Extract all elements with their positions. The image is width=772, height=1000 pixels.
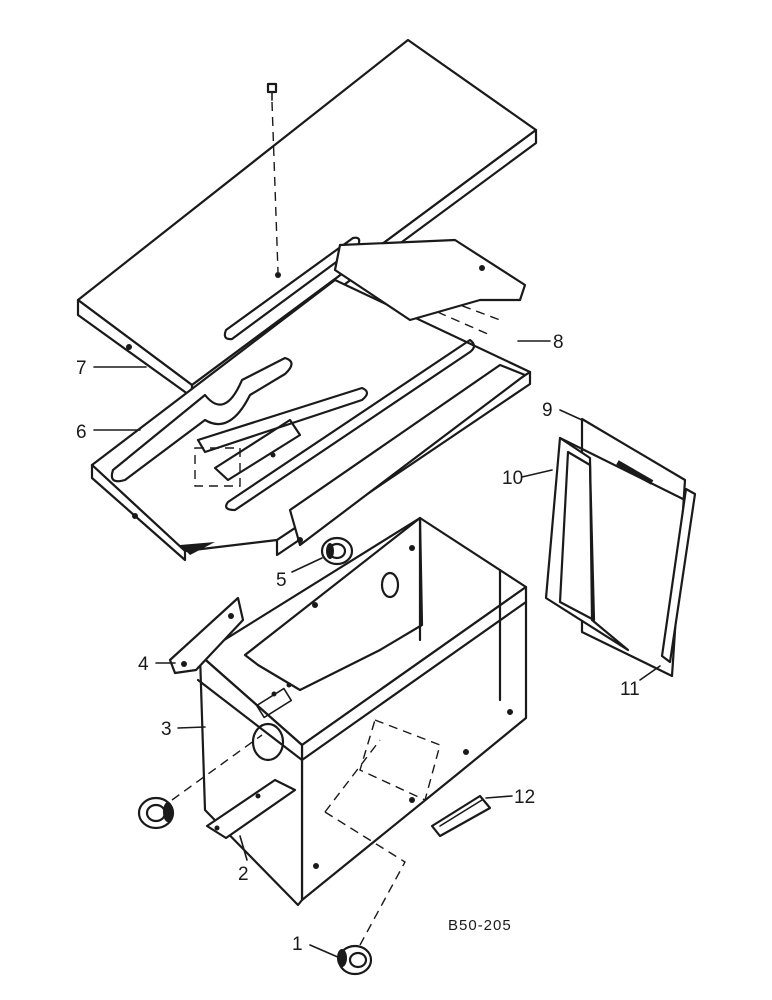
grommet-left [137, 796, 175, 830]
reference-code: B50-205 [448, 917, 512, 934]
callout-4: 4 [138, 654, 149, 675]
callout-6: 6 [76, 422, 87, 443]
callout-8: 8 [553, 332, 564, 353]
callout-10: 10 [502, 468, 523, 489]
callout-12: 12 [514, 787, 535, 808]
callout-7: 7 [76, 358, 87, 379]
part-12-pad [430, 794, 492, 838]
callout-9: 9 [542, 400, 553, 421]
part-10-frame [544, 436, 687, 652]
part-11-strip [660, 487, 697, 664]
callout-11: 11 [620, 679, 640, 700]
callout-5: 5 [276, 570, 287, 591]
part-8-tray [288, 238, 527, 547]
part-1-grommet [337, 944, 373, 976]
callout-2: 2 [238, 864, 249, 885]
part-2-plate [205, 778, 297, 840]
dash-paths [171, 734, 406, 946]
part-3-battery-box [196, 516, 528, 907]
callout-1: 1 [292, 934, 303, 955]
leaders [93, 340, 661, 959]
screw [266, 82, 281, 278]
part-4-bracket [168, 596, 245, 675]
part-5-grommet [320, 536, 354, 566]
callout-3: 3 [161, 719, 172, 740]
callouts: 1 2 3 4 5 6 7 8 9 10 11 12 [76, 332, 640, 955]
